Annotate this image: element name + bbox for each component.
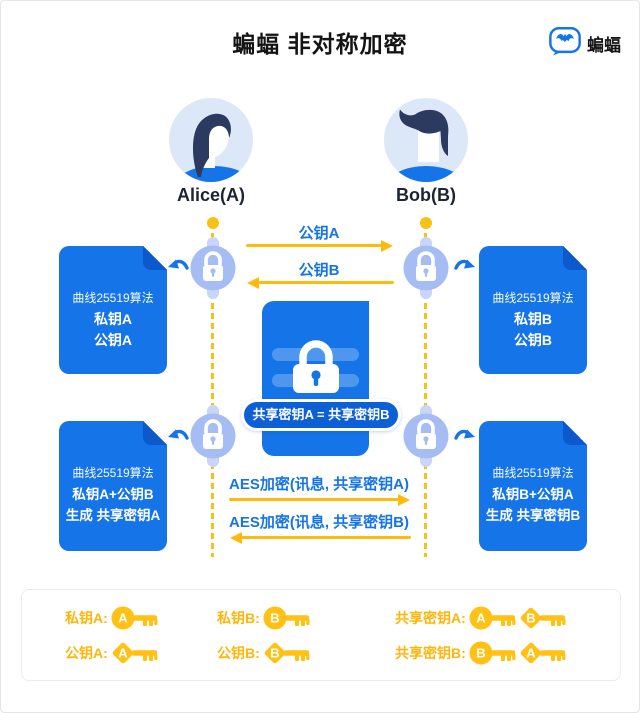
doc-bob-keys: 曲线25519算法 私钥B 公钥B bbox=[479, 246, 587, 374]
diamond-key-icon: A bbox=[112, 642, 158, 663]
alice-avatar bbox=[169, 98, 253, 182]
doc-key-line: 生成 共享密钥A bbox=[65, 508, 161, 523]
legend-item: 公钥A: A bbox=[65, 640, 217, 666]
legend-label: 共享密钥A: bbox=[395, 609, 466, 626]
legend-item: 共享密钥A: A B bbox=[395, 605, 604, 631]
legend-label: 共享密钥B: bbox=[395, 644, 466, 661]
doc-key-line: 私钥A bbox=[93, 311, 133, 327]
doc-key-line: 私钥B bbox=[513, 311, 553, 327]
doc-key-line: 私钥B+公钥A bbox=[492, 487, 574, 502]
svg-text:A: A bbox=[118, 610, 128, 625]
doc-key-line: 公钥B bbox=[513, 332, 553, 348]
doc-key-line: 生成 共享密钥B bbox=[485, 508, 581, 523]
round-key-icon: B bbox=[469, 641, 516, 664]
doc-algorithm: 曲线25519算法 bbox=[72, 291, 154, 305]
arrow-public-key-b bbox=[247, 276, 394, 289]
big-lock-icon bbox=[288, 337, 344, 400]
lock-icon bbox=[190, 405, 236, 467]
brand-name: 蝙蝠 bbox=[587, 36, 621, 55]
doc-alice-keys: 曲线25519算法 私钥A 公钥A bbox=[59, 246, 167, 374]
arrowhead-left-icon bbox=[247, 276, 259, 289]
doc-line-decoration bbox=[272, 348, 359, 361]
doc-key-line: 私钥A+公钥B bbox=[72, 487, 154, 502]
legend-item: 私钥A: A bbox=[65, 605, 217, 631]
diamond-key-icon: A bbox=[520, 642, 566, 663]
diamond-key-icon: B bbox=[520, 607, 566, 628]
svg-text:B: B bbox=[476, 645, 485, 660]
bat-bubble-icon bbox=[548, 25, 582, 62]
folded-corner bbox=[563, 246, 587, 270]
doc-algorithm: 曲线25519算法 bbox=[492, 291, 574, 305]
arrowhead-right-icon bbox=[398, 493, 410, 506]
folded-corner bbox=[143, 246, 167, 270]
legend-keys: B bbox=[263, 605, 311, 631]
doc-bob-shared: 曲线25519算法 私钥B+公钥A 生成 共享密钥B bbox=[479, 421, 587, 551]
round-key-icon: A bbox=[111, 606, 158, 629]
legend-label: 公钥B: bbox=[217, 644, 260, 661]
arrow-aes-a bbox=[229, 493, 410, 506]
round-key-icon: A bbox=[469, 606, 516, 629]
legend-keys: A bbox=[111, 605, 159, 631]
curved-arrow-right-icon bbox=[454, 257, 476, 273]
svg-text:B: B bbox=[270, 610, 279, 625]
folded-corner bbox=[563, 421, 587, 445]
legend-label: 私钥B: bbox=[217, 609, 260, 626]
curved-arrow-left-icon bbox=[167, 427, 189, 443]
aes-message-a-label: AES加密(讯息, 共享密钥A) bbox=[228, 476, 409, 493]
legend-keys: A bbox=[111, 640, 159, 666]
arrow-public-key-a bbox=[246, 239, 393, 252]
arrow-aes-b bbox=[230, 531, 411, 544]
legend-label: 公钥A: bbox=[65, 644, 108, 661]
bob-avatar bbox=[384, 98, 468, 182]
timeline-dot-alice bbox=[207, 217, 219, 229]
diamond-key-icon: B bbox=[264, 642, 310, 663]
lock-icon bbox=[403, 405, 449, 467]
page-title: 蝙蝠 非对称加密 bbox=[232, 31, 408, 57]
timeline-bob bbox=[424, 233, 427, 557]
svg-text:A: A bbox=[118, 645, 128, 660]
aes-message-b-label: AES加密(讯息, 共享密钥B) bbox=[228, 514, 409, 531]
timeline-alice bbox=[211, 233, 214, 557]
doc-algorithm: 曲线25519算法 bbox=[492, 466, 574, 480]
timeline-dot-bob bbox=[420, 217, 432, 229]
lock-icon bbox=[403, 237, 449, 299]
bob-label: Bob(B) bbox=[396, 185, 456, 205]
legend-item: 共享密钥B: B A bbox=[395, 640, 604, 666]
arrowhead-right-icon bbox=[381, 239, 393, 252]
curved-arrow-left-icon bbox=[167, 257, 189, 273]
legend-item: 私钥B: B bbox=[217, 605, 395, 631]
key-legend-box: 私钥A: A 公钥A: A 私钥B: B 公钥B: B 共享密钥A: A bbox=[21, 589, 621, 681]
alice-label: Alice(A) bbox=[176, 185, 245, 205]
svg-text:A: A bbox=[526, 645, 536, 660]
legend-keys: A B bbox=[469, 605, 567, 631]
doc-algorithm: 曲线25519算法 bbox=[72, 466, 154, 480]
public-key-a-label: 公钥A bbox=[298, 225, 340, 242]
legend-item: 公钥B: B bbox=[217, 640, 395, 666]
legend-keys: B A bbox=[469, 640, 567, 666]
svg-text:B: B bbox=[270, 645, 279, 660]
public-key-b-label: 公钥B bbox=[298, 262, 340, 279]
folded-corner bbox=[143, 421, 167, 445]
curved-arrow-right-icon bbox=[454, 427, 476, 443]
lock-icon bbox=[190, 237, 236, 299]
doc-alice-shared: 曲线25519算法 私钥A+公钥B 生成 共享密钥A bbox=[59, 421, 167, 551]
shared-secret-banner: 共享密钥A = 共享密钥B bbox=[241, 399, 401, 431]
legend-keys: B bbox=[263, 640, 311, 666]
legend-grid: 私钥A: A 公钥A: A 私钥B: B 公钥B: B 共享密钥A: A bbox=[22, 590, 620, 680]
doc-key-line: 公钥A bbox=[93, 332, 133, 348]
brand-logo: 蝙蝠 bbox=[548, 25, 621, 62]
svg-text:B: B bbox=[526, 610, 535, 625]
legend-label: 私钥A: bbox=[65, 609, 108, 626]
svg-text:A: A bbox=[476, 610, 486, 625]
arrowhead-left-icon bbox=[230, 531, 242, 544]
round-key-icon: B bbox=[263, 606, 310, 629]
